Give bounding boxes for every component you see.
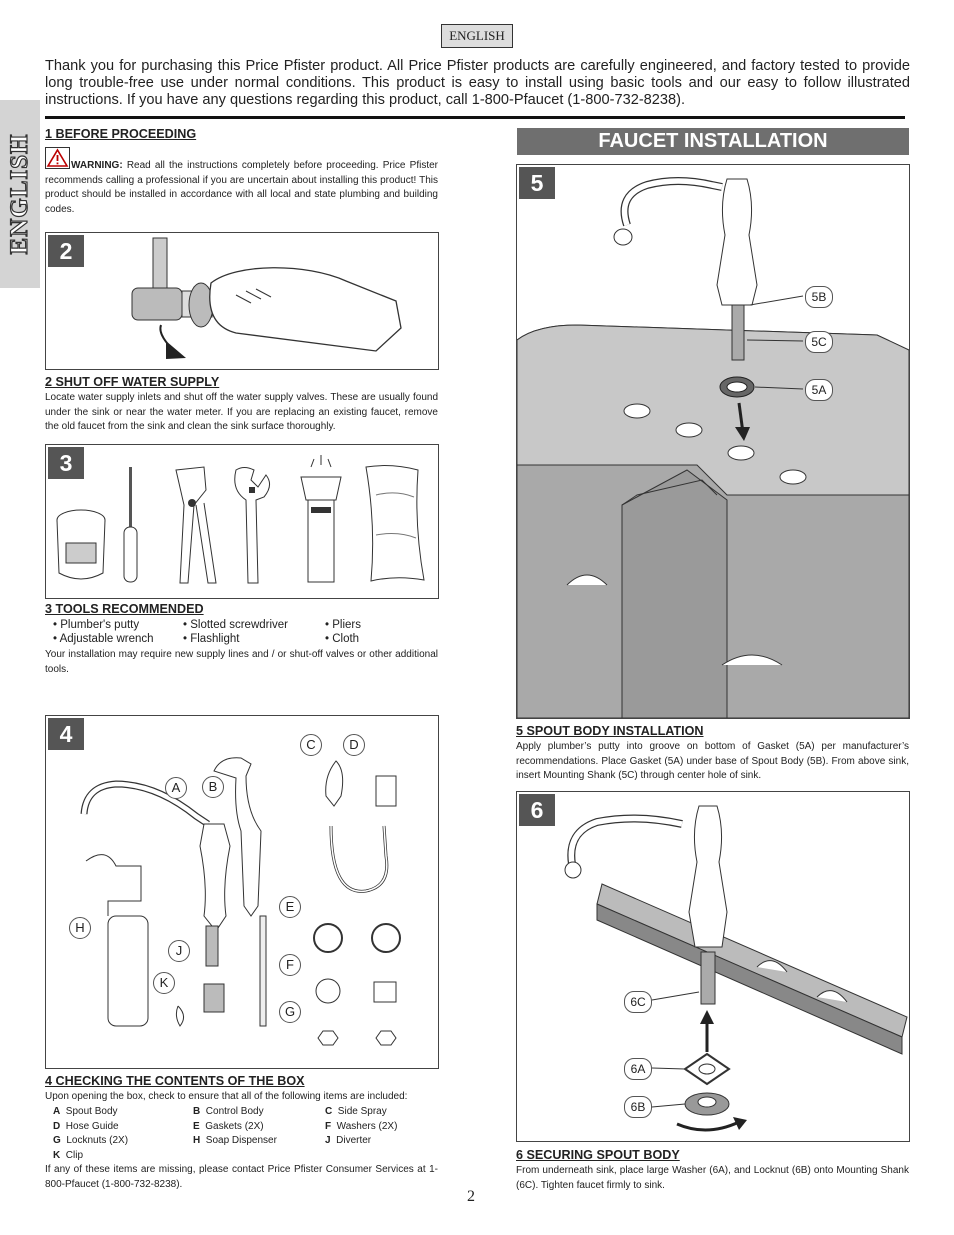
box-contents-illustration: [80, 757, 401, 1046]
figure-6-number: 6: [519, 794, 555, 826]
intro-paragraph: Thank you for purchasing this Price Pfis…: [45, 58, 910, 108]
item-f: F Washers (2X): [325, 1120, 398, 1132]
label-j: J: [168, 940, 190, 962]
side-language-tab: ENGLISH: [0, 100, 40, 288]
screwdriver-icon: [123, 467, 138, 583]
label-b: B: [202, 776, 224, 798]
section1-heading: 1 BEFORE PROCEEDING: [45, 127, 197, 141]
figure-3-number: 3: [48, 447, 84, 479]
faucet-installation-banner: FAUCET INSTALLATION: [517, 128, 909, 155]
adjustable-wrench-icon: [234, 467, 270, 584]
shutoff-valve-illustration: [131, 237, 402, 359]
item-j: J Diverter: [325, 1135, 372, 1146]
tool-cloth: • Cloth: [325, 633, 360, 645]
label-k: K: [153, 972, 175, 994]
item-c: C Side Spray: [325, 1106, 387, 1117]
item-e: E Gaskets (2X): [193, 1120, 264, 1132]
tools-illustration: [56, 455, 425, 584]
figure-5: 5 5B 5C 5A: [516, 164, 910, 719]
header-rule: [45, 116, 905, 119]
section3-heading: 3 TOOLS RECOMMENDED: [45, 602, 204, 616]
side-tab-label: ENGLISH: [5, 133, 33, 255]
section4-heading: 4 CHECKING THE CONTENTS OF THE BOX: [45, 1074, 305, 1088]
callout-5c: 5C: [805, 331, 833, 353]
label-h: H: [69, 917, 91, 939]
label-c: C: [300, 734, 322, 756]
securing-spout-illustration: [564, 805, 908, 1132]
callout-6a: 6A: [624, 1058, 652, 1080]
tool-flashlight: • Flashlight: [183, 633, 240, 645]
warning-label: WARNING:: [71, 160, 123, 171]
label-e: E: [279, 896, 301, 918]
item-g: G Locknuts (2X): [53, 1135, 129, 1146]
label-f: F: [279, 954, 301, 976]
warning-text: Read all the instructions completely bef…: [45, 160, 438, 215]
label-g: G: [279, 1001, 301, 1023]
section4-footer: If any of these items are missing, pleas…: [45, 1164, 438, 1190]
section2-text: Locate water supply inlets and shut off …: [45, 392, 438, 432]
section4-intro: Upon opening the box, check to ensure th…: [45, 1091, 408, 1102]
section1-warning: WARNING: Read all the instructions compl…: [45, 147, 438, 217]
callout-5b: 5B: [805, 286, 833, 308]
page-number: 2: [467, 1188, 475, 1205]
spout-installation-illustration: [517, 177, 909, 718]
item-a: A Spout Body: [53, 1106, 118, 1117]
putty-jar-icon: [56, 509, 106, 580]
item-h: H Soap Dispenser: [193, 1135, 277, 1146]
figure-5-number: 5: [519, 167, 555, 199]
callout-5a: 5A: [805, 379, 833, 401]
section6-heading: 6 SECURING SPOUT BODY: [516, 1148, 680, 1162]
item-b: B Control Body: [193, 1106, 264, 1117]
section5-text: Apply plumber’s putty into groove on bot…: [516, 741, 909, 781]
tool-wrench: • Adjustable wrench: [53, 633, 154, 645]
figure-2: 2: [45, 232, 439, 370]
contents-list: A Spout Body B Control Body C Side Spray…: [53, 1105, 438, 1165]
label-a: A: [165, 777, 187, 799]
callout-6b: 6B: [624, 1096, 652, 1118]
callout-6c: 6C: [624, 991, 652, 1013]
label-d: D: [343, 734, 365, 756]
flashlight-icon: [300, 455, 342, 583]
pliers-icon: [175, 466, 217, 584]
item-k: K Clip: [53, 1149, 84, 1161]
figure-2-number: 2: [48, 235, 84, 267]
cloth-icon: [365, 465, 425, 582]
figure-4-number: 4: [48, 718, 84, 750]
section3-note: Your installation may require new supply…: [45, 649, 438, 675]
section5-heading: 5 SPOUT BODY INSTALLATION: [516, 724, 704, 738]
tool-pliers: • Pliers: [325, 619, 361, 631]
tool-screwdriver: • Slotted screwdriver: [183, 619, 289, 631]
tool-putty: • Plumber's putty: [53, 619, 140, 631]
language-tag: ENGLISH: [441, 24, 513, 48]
item-d: D Hose Guide: [53, 1120, 119, 1132]
figure-4: 4 A B C D E F G H J K: [45, 715, 439, 1069]
figure-6: 6 6C 6A 6B: [516, 791, 910, 1142]
section2-heading: 2 SHUT OFF WATER SUPPLY: [45, 375, 220, 389]
figure-3: 3: [45, 444, 439, 599]
warning-icon: [45, 147, 70, 169]
section6-text: From underneath sink, place large Washer…: [516, 1165, 909, 1191]
